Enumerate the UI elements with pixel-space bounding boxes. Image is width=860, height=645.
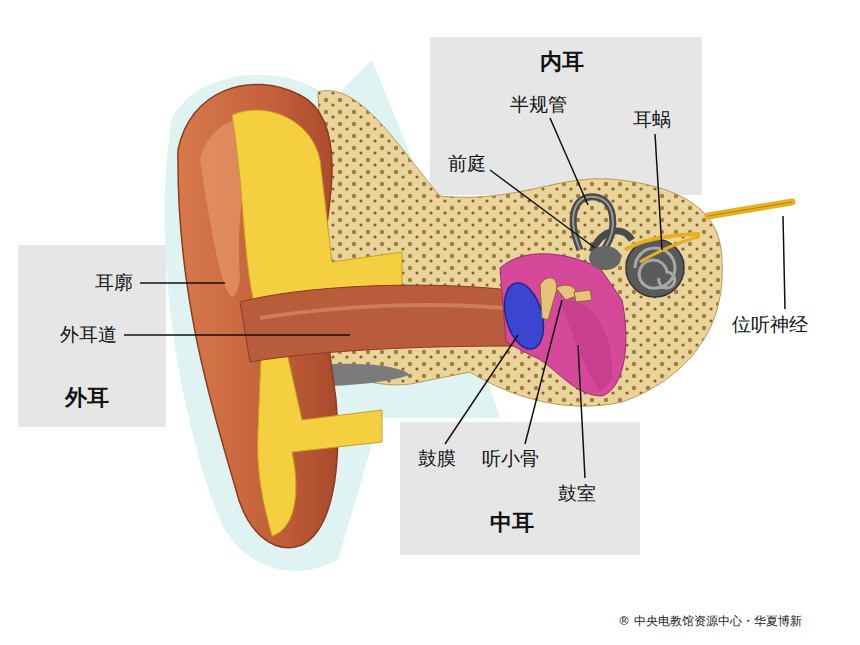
part-name: 听小骨: [482, 447, 539, 469]
region-heading: 中耳: [490, 510, 534, 536]
panel: [400, 422, 640, 555]
label-panel: 鼓膜 听小骨鼓室中耳: [400, 422, 640, 555]
label-panel: 耳廓外耳道外耳: [18, 245, 166, 427]
part-name: 鼓室: [558, 482, 596, 504]
watermark: ® 中央电教馆资源中心・华夏博新: [618, 614, 802, 628]
part-name: 耳廓: [95, 271, 133, 293]
label-panel: 内耳半规管耳蜗前庭: [430, 37, 702, 195]
part-name: 耳蜗: [633, 108, 671, 130]
panel: [430, 37, 702, 195]
part-name: 鼓膜: [418, 447, 456, 469]
panel: [18, 245, 166, 427]
region-heading: 外耳: [65, 385, 109, 411]
part-name: 半规管: [510, 93, 567, 115]
part-name: 外耳道: [60, 323, 117, 345]
region-heading: 内耳: [540, 49, 584, 75]
part-name: 位听神经: [732, 313, 808, 335]
part-name: 前庭: [448, 152, 486, 174]
